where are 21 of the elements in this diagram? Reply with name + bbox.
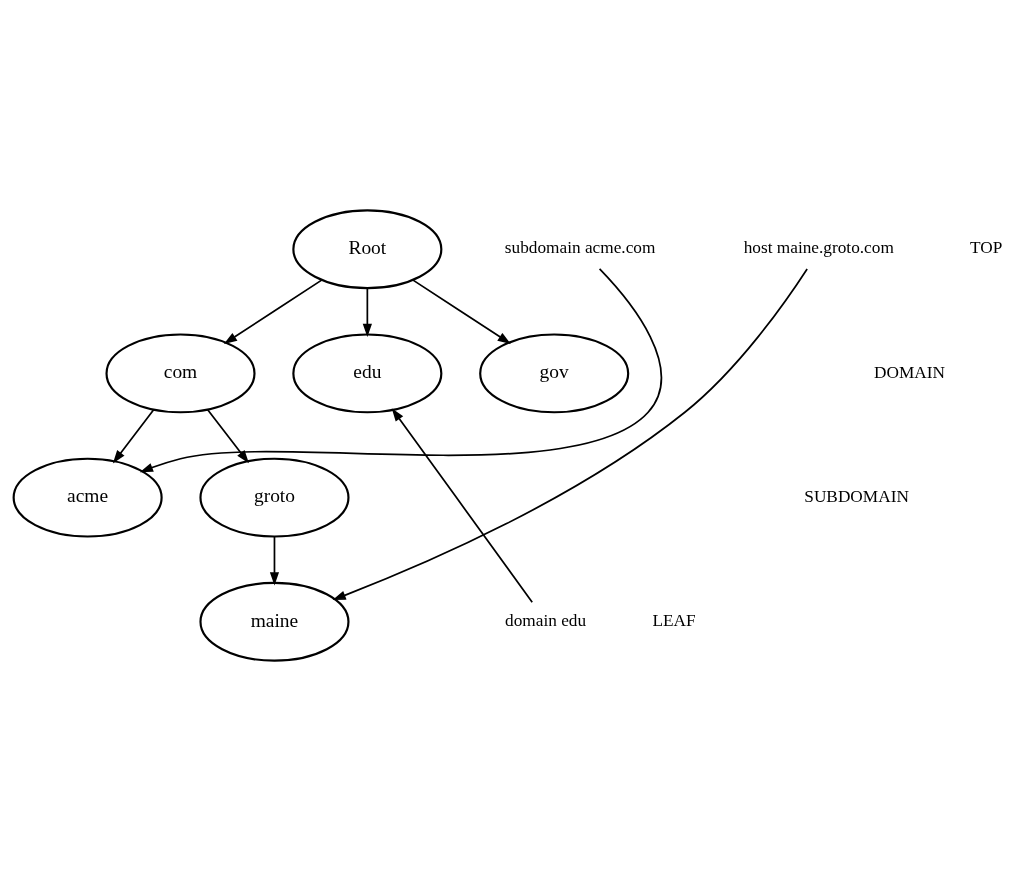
node-text: host maine.groto.com — [743, 237, 894, 257]
label: SUBDOMAIN — [803, 486, 909, 506]
node-ellipse: Root — [291, 208, 442, 289]
node-ellipse: acme — [12, 457, 163, 538]
arrow — [362, 286, 372, 337]
arrow — [391, 407, 533, 603]
node-text: subdomain acme.com — [504, 237, 655, 257]
arrow — [269, 535, 279, 585]
node-ellipse: groto — [198, 457, 350, 538]
node-ellipse: edu — [291, 332, 442, 413]
node-ellipse: maine — [198, 581, 350, 662]
label: DOMAIN — [873, 362, 945, 381]
arrow — [411, 278, 511, 344]
arrow — [139, 267, 662, 472]
arrow — [206, 408, 249, 463]
label: LEAF — [651, 610, 696, 630]
arrow — [223, 278, 322, 344]
arrow — [112, 408, 154, 463]
arrow — [332, 267, 808, 600]
node-text: domain edu — [504, 610, 586, 630]
label: TOP — [969, 237, 1002, 257]
